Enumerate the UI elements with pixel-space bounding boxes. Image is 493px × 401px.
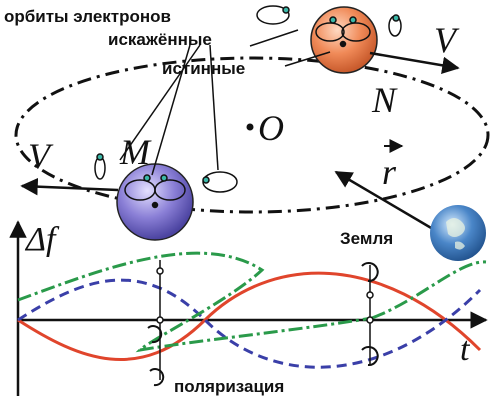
electron-orbit-icon xyxy=(389,15,401,36)
curve-red xyxy=(18,273,480,359)
freq-shift-label: Δf xyxy=(24,221,60,258)
curve-green-1 xyxy=(18,253,372,350)
radius-vector-label: r xyxy=(382,152,397,192)
time-label: t xyxy=(460,331,471,368)
star-n xyxy=(311,7,377,73)
polarization-label: поляризация xyxy=(174,377,284,396)
velocity-arrow-m xyxy=(22,186,118,190)
leader-lines xyxy=(120,30,330,175)
true-orbits-label: истинные xyxy=(162,59,245,78)
star-n-label: N xyxy=(371,80,398,120)
velocity-label-n: V xyxy=(434,20,460,60)
electron-orbit-icon xyxy=(95,154,105,179)
electron-orbits-label: орбиты электронов xyxy=(4,7,171,26)
velocity-label-m: V xyxy=(28,136,54,176)
electron-orbit-icon xyxy=(203,172,237,192)
center-label: O xyxy=(258,108,284,148)
center-point xyxy=(247,124,254,131)
electron-orbit-icon xyxy=(257,6,289,24)
earth-label: Земля xyxy=(340,229,393,248)
distorted-label: искажённые xyxy=(108,30,212,49)
star-m-label: M xyxy=(119,132,152,172)
